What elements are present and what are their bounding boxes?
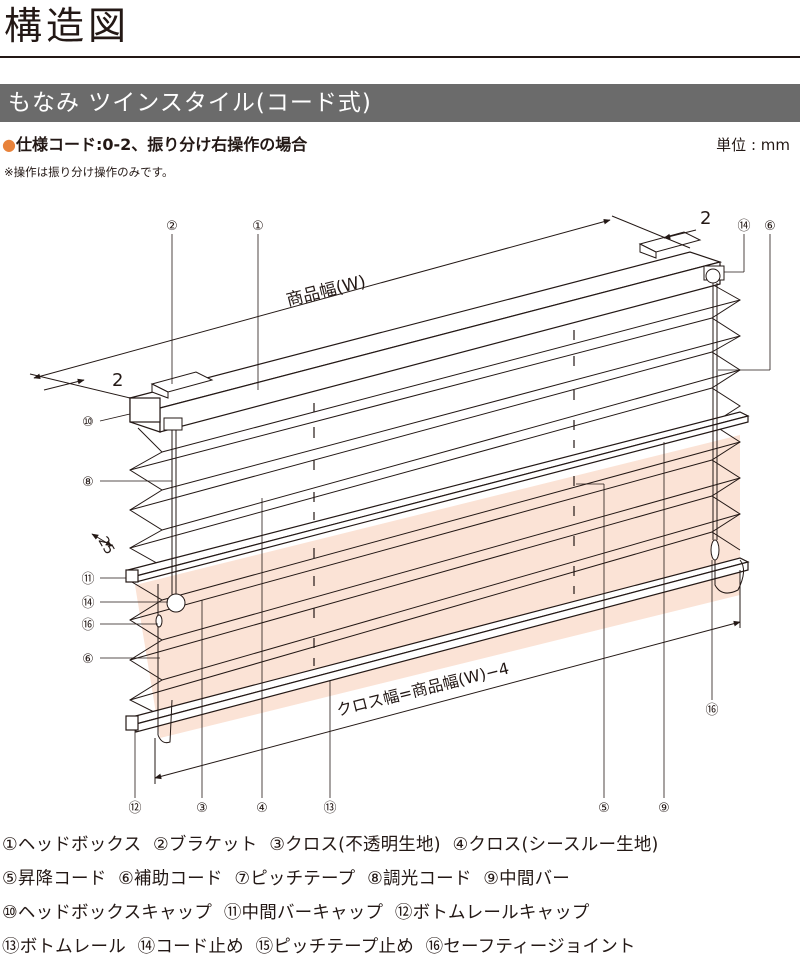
spec-heading: ●仕様コード:0-2、振り分け右操作の場合 — [2, 134, 307, 156]
legend-item: ⑭コード止め — [137, 937, 244, 957]
control-cord-right — [703, 265, 744, 594]
legend-item: ⑧調光コード — [367, 869, 472, 889]
callout-16-right: ⑯ — [705, 703, 718, 718]
operation-note: ※操作は振り分け操作のみです。 — [4, 165, 174, 179]
legend-item: ⑮ピッチテープ止め — [255, 937, 414, 957]
legend-item: ⑯セーフティージョイント — [425, 937, 636, 957]
legend-item: ⑨中間バー — [483, 869, 570, 889]
callout-markers: ② ① ⑭ ⑥ ⑩ ⑧ ⑪ ⑭ ⑯ ⑥ ⑯ ⑫ ③ ④ ⑬ ⑤ ⑨ — [81, 219, 775, 816]
legend-row-1: ①ヘッドボックス ②ブラケット ③クロス(不透明生地) ④クロス(シースルー生地… — [2, 828, 800, 862]
callout-13: ⑬ — [323, 801, 336, 816]
legend-item: ⑤昇降コード — [2, 869, 107, 889]
legend-item: ⑦ピッチテープ — [234, 869, 356, 889]
legend-item: ⑫ボトムレールキャップ — [394, 903, 590, 923]
title-divider — [0, 56, 800, 58]
callout-10: ⑩ — [82, 415, 94, 430]
legend-row-4: ⑬ボトムレール ⑭コード止め ⑮ピッチテープ止め ⑯セーフティージョイント — [2, 930, 800, 964]
legend-item: ②ブラケット — [153, 835, 258, 855]
section-header: もなみ ツインスタイル(コード式) — [0, 84, 800, 122]
legend-row-3: ⑩ヘッドボックスキャップ ⑪中間バーキャップ ⑫ボトムレールキャップ — [2, 896, 800, 930]
callout-14-left: ⑭ — [81, 596, 94, 611]
page-title: 構造図 — [4, 4, 131, 48]
middle-bar — [125, 411, 750, 583]
callout-1: ① — [252, 219, 264, 234]
dim-left-gap: 2 — [112, 370, 123, 391]
dim-right-gap: 2 — [700, 208, 711, 229]
legend-item: ⑬ボトムレール — [2, 937, 126, 957]
dimension-lines — [29, 215, 741, 784]
dim-pleat: 25 — [95, 534, 118, 557]
legend-row-2: ⑤昇降コード ⑥補助コード ⑦ピッチテープ ⑧調光コード ⑨中間バー — [2, 862, 800, 896]
callout-9: ⑨ — [658, 801, 670, 816]
dim-width-label: 商品幅(W) — [284, 272, 368, 311]
callout-4: ④ — [256, 801, 268, 816]
callout-6-top: ⑥ — [764, 219, 776, 234]
parts-legend: ①ヘッドボックス ②ブラケット ③クロス(不透明生地) ④クロス(シースルー生地… — [2, 828, 800, 964]
head-box-cap — [129, 397, 161, 423]
legend-item: ⑥補助コード — [118, 869, 223, 889]
callout-5: ⑤ — [598, 801, 610, 816]
unit-label: 単位 : mm — [716, 136, 790, 154]
legend-item: ⑩ヘッドボックスキャップ — [2, 903, 213, 923]
callout-6-left: ⑥ — [82, 652, 94, 667]
head-box — [127, 251, 723, 433]
spec-text: 仕様コード:0-2、振り分け右操作の場合 — [15, 135, 308, 154]
legend-item: ③クロス(不透明生地) — [269, 835, 441, 855]
structure-diagram: 商品幅(W) クロス幅=商品幅(W)−4 2 2 25 ② ① ⑭ ⑥ ⑩ ⑧ … — [29, 208, 776, 816]
legend-item: ④クロス(シースルー生地) — [452, 835, 659, 855]
callout-3: ③ — [196, 801, 208, 816]
callout-14-top: ⑭ — [737, 219, 750, 234]
callout-12: ⑫ — [128, 801, 141, 816]
callout-2: ② — [166, 219, 178, 234]
pleat-lines — [129, 299, 741, 701]
bullet-icon: ● — [2, 135, 16, 154]
legend-item: ⑪中間バーキャップ — [223, 903, 384, 923]
section-title: もなみ ツインスタイル(コード式) — [8, 90, 372, 116]
legend-item: ①ヘッドボックス — [2, 835, 142, 855]
callout-8: ⑧ — [82, 475, 94, 490]
callout-11: ⑪ — [81, 572, 94, 587]
callout-16-left: ⑯ — [81, 618, 94, 633]
callouts — [99, 234, 771, 798]
